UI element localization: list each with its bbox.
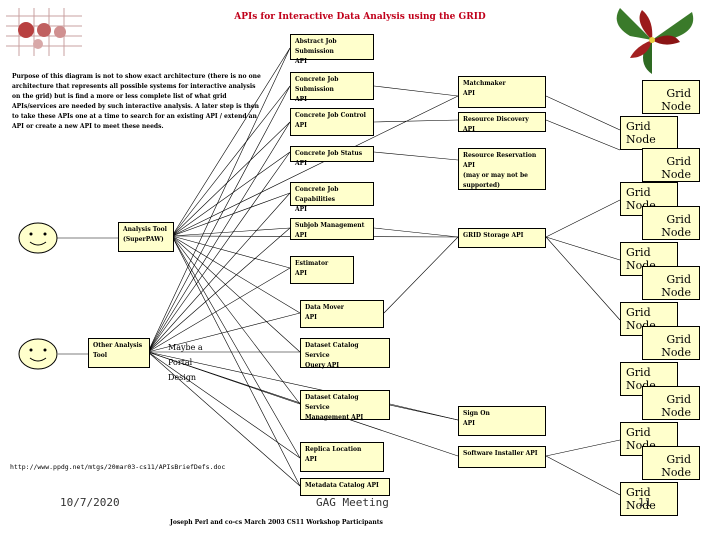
api-box-matchmaker: Matchmaker API [458, 76, 546, 108]
footer-date: 10/7/2020 [60, 496, 120, 509]
grid-node-back: Grid Node [642, 386, 700, 420]
user-smiley-icon [18, 222, 58, 254]
api-box-data-mover: Data Mover API [300, 300, 384, 328]
credit-line: Joseph Perl and co-cs March 2003 CS11 Wo… [170, 519, 383, 526]
api-box-subjob-management: Subjob Management API [290, 218, 374, 240]
trillium-flower-image [616, 8, 694, 74]
grid-node: Grid Node [620, 116, 678, 150]
api-box-concrete-job-control: Concrete Job Control API [290, 108, 374, 136]
grid-node-back: Grid Node [642, 326, 700, 360]
api-box-grid-storage: GRID Storage API [458, 228, 546, 248]
page-number: 11 [638, 496, 652, 509]
api-box-estimator: Estimator API [290, 256, 354, 284]
grid-node-back: Grid Node [642, 80, 700, 114]
api-box-concrete-job-submission: Concrete Job Submission API [290, 72, 374, 103]
user-smiley-icon [18, 338, 58, 370]
analysis-tool-box: Analysis Tool (SuperPAW) [118, 222, 174, 252]
purpose-description: Purpose of this diagram is not to show e… [12, 73, 261, 130]
ppdg-logo [6, 8, 82, 56]
api-box-software-installer: Software Installer API [458, 446, 546, 468]
api-box-dataset-catalog-management: Dataset Catalog Service Management API [300, 390, 390, 421]
api-box-sign-on: Sign On API [458, 406, 546, 436]
api-box-dataset-catalog-query: Dataset Catalog Service Query API [300, 338, 390, 369]
other-analysis-tool-box: Other Analysis Tool [88, 338, 150, 368]
api-box-concrete-job-status: Concrete Job Status API [290, 146, 374, 167]
api-box-resource-reservation: Resource Reservation API (may or may not… [458, 148, 546, 190]
grid-node: Grid Node [620, 482, 678, 516]
page-title: APIs for Interactive Data Analysis using… [234, 12, 486, 22]
maybe-portal-note: Maybe a Portal Design [168, 343, 203, 382]
api-box-replica-location: Replica Location API [300, 442, 384, 472]
grid-node-back: Grid Node [642, 266, 700, 300]
grid-node-back: Grid Node [642, 206, 700, 240]
api-box-resource-discovery: Resource Discovery API [458, 112, 546, 133]
grid-node-back: Grid Node [642, 446, 700, 480]
document-url: http://www.ppdg.net/mtgs/20mar03-cs11/AP… [10, 463, 226, 471]
api-box-abstract-job-submission: Abstract Job Submission API [290, 34, 374, 65]
api-box-concrete-job-capabilities: Concrete Job Capabilities API [290, 182, 374, 213]
api-box-metadata-catalog: Metadata Catalog API [300, 478, 390, 496]
footer-meeting: GAG Meeting [316, 496, 389, 509]
grid-node-back: Grid Node [642, 148, 700, 182]
